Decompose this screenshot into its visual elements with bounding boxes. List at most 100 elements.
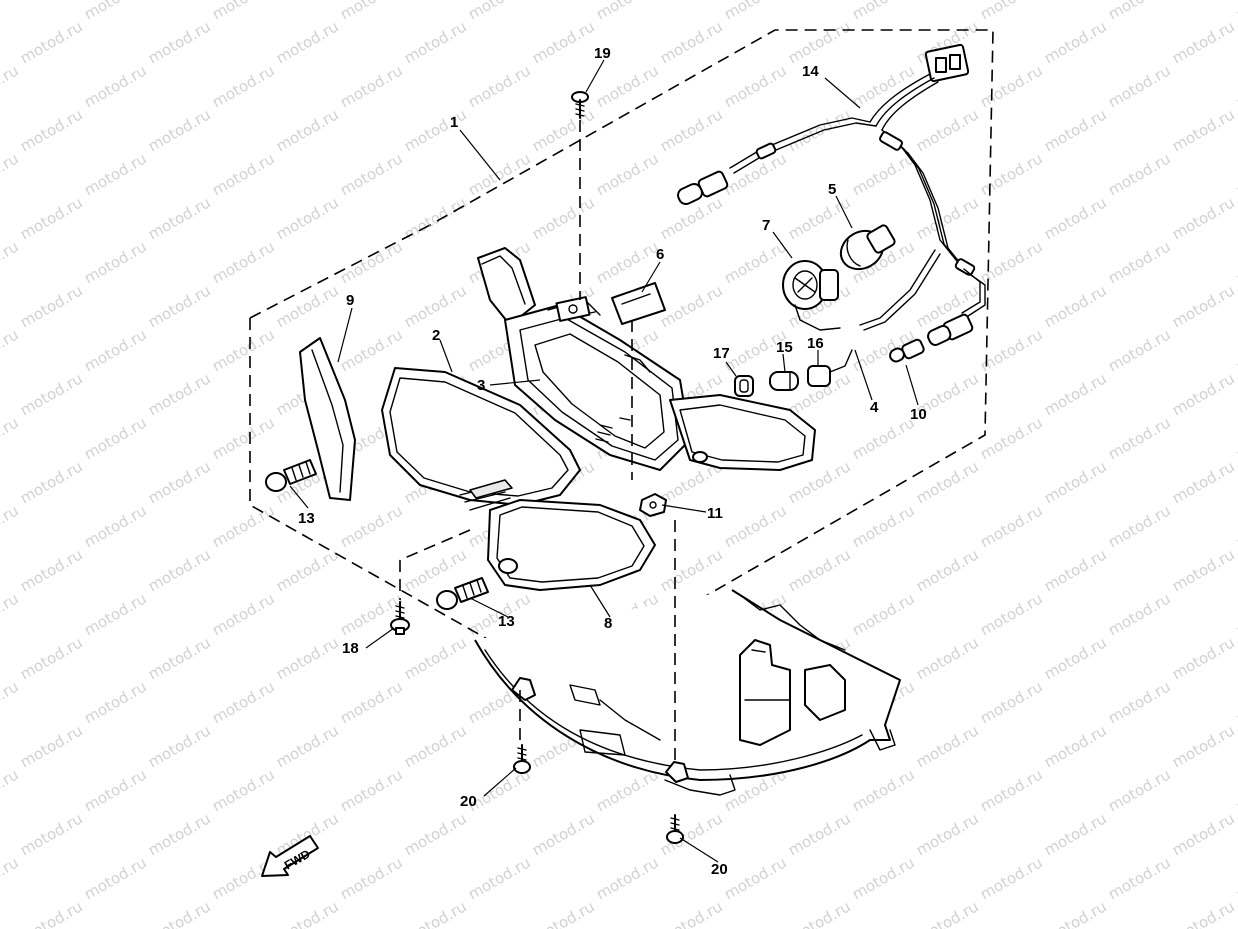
watermark-text: motod.ru (785, 809, 854, 859)
watermark-text: motod.ru (0, 149, 22, 199)
watermark-text: motod.ru (0, 237, 22, 287)
callout-1: 1 (450, 114, 458, 131)
watermark-text: motod.ru (337, 61, 406, 111)
watermark-text: motod.ru (273, 633, 342, 683)
watermark-text: motod.ru (1233, 0, 1238, 23)
callout-10: 10 (910, 406, 927, 423)
watermark-text: motod.ru (657, 545, 726, 595)
watermark-text: motod.ru (1041, 721, 1110, 771)
watermark-text: motod.ru (1105, 413, 1174, 463)
caution-label (611, 282, 666, 325)
watermark-text: motod.ru (657, 897, 726, 929)
watermark-text: motod.ru (849, 501, 918, 551)
watermark-text: motod.ru (1041, 545, 1110, 595)
watermark-text: motod.ru (1233, 853, 1238, 903)
callout-13-left: 13 (298, 510, 315, 527)
screw-19 (571, 91, 589, 119)
watermark-text: motod.ru (1041, 457, 1110, 507)
screw-18 (390, 601, 410, 635)
callout-17: 17 (713, 345, 730, 362)
watermark-text: motod.ru (145, 17, 214, 67)
watermark-text: motod.ru (0, 765, 22, 815)
watermark-text: motod.ru (0, 61, 22, 111)
callout-9: 9 (346, 292, 354, 309)
callout-7: 7 (762, 217, 770, 234)
callout-15: 15 (776, 339, 793, 356)
watermark-text: motod.ru (145, 193, 214, 243)
watermark-text: motod.ru (1233, 501, 1238, 551)
turn-socket (807, 349, 853, 387)
callout-13-right: 13 (498, 613, 515, 630)
watermark-text: motod.ru (401, 897, 470, 929)
watermark-text: motod.ru (17, 633, 86, 683)
watermark-text: motod.ru (17, 545, 86, 595)
watermark-text: motod.ru (721, 501, 790, 551)
watermark-text: motod.ru (17, 369, 86, 419)
watermark-text: motod.ru (721, 149, 790, 199)
watermark-text: motod.ru (465, 61, 534, 111)
watermark-text: motod.ru (529, 105, 598, 155)
watermark-text: motod.ru (1169, 545, 1238, 595)
watermark-text: motod.ru (81, 0, 150, 23)
watermark-text: motod.ru (721, 853, 790, 903)
watermark-text: motod.ru (209, 677, 278, 727)
watermark-text: motod.ru (1105, 61, 1174, 111)
callout-14: 14 (802, 63, 819, 80)
watermark-text: motod.ru (1233, 237, 1238, 287)
watermark-text: motod.ru (593, 853, 662, 903)
watermark-text: motod.ru (17, 457, 86, 507)
watermark-text: motod.ru (1041, 193, 1110, 243)
watermark-text: motod.ru (977, 853, 1046, 903)
watermark-text: motod.ru (1041, 633, 1110, 683)
watermark-text: motod.ru (209, 765, 278, 815)
watermark-text: motod.ru (913, 545, 982, 595)
watermark-text: motod.ru (0, 853, 22, 903)
watermark-text: motod.ru (1233, 149, 1238, 199)
watermark-text: motod.ru (145, 105, 214, 155)
watermark-text: motod.ru (657, 105, 726, 155)
alignment-guides (399, 120, 676, 760)
side-trim-left (299, 337, 356, 501)
callout-8: 8 (604, 615, 612, 632)
harness-plug (677, 170, 729, 206)
watermark-text: motod.ru (145, 721, 214, 771)
watermark-text: motod.ru (977, 501, 1046, 551)
watermark-text: motod.ru (913, 809, 982, 859)
watermark-text: motod.ru (1233, 325, 1238, 375)
watermark-text: motod.ru (273, 17, 342, 67)
watermark-text: motod.ru (1105, 501, 1174, 551)
callout-6: 6 (656, 246, 664, 263)
watermark-text: motod.ru (529, 809, 598, 859)
watermark-text: motod.ru (529, 897, 598, 929)
watermark-text: motod.ru (17, 281, 86, 331)
watermark-text: motod.ru (1169, 633, 1238, 683)
watermark-text: motod.ru (977, 677, 1046, 727)
watermark-text: motod.ru (145, 633, 214, 683)
watermark-text: motod.ru (17, 193, 86, 243)
watermark-text: motod.ru (1041, 369, 1110, 419)
watermark-text: motod.ru (337, 149, 406, 199)
turn-bulb (769, 371, 799, 391)
watermark-text: motod.ru (209, 501, 278, 551)
watermark-text: motod.ru (849, 149, 918, 199)
watermark-text: motod.ru (81, 413, 150, 463)
watermark-text: motod.ru (1041, 281, 1110, 331)
grommet (734, 375, 754, 397)
watermark-text: motod.ru (1105, 853, 1174, 903)
watermark-text: motod.ru (81, 765, 150, 815)
callout-3: 3 (477, 377, 485, 394)
side-trim-right (487, 499, 656, 591)
watermark-text: motod.ru (1105, 325, 1174, 375)
watermark-text: motod.ru (785, 897, 854, 929)
watermark-text: motod.ru (17, 17, 86, 67)
watermark-text: motod.ru (1105, 237, 1174, 287)
watermark-text: motod.ru (465, 149, 534, 199)
watermark-text: motod.ru (977, 61, 1046, 111)
watermark-text: motod.ru (81, 501, 150, 551)
watermark-text: motod.ru (1105, 149, 1174, 199)
screw-20-left (513, 744, 531, 774)
watermark-text: motod.ru (145, 281, 214, 331)
watermark-text: motod.ru (721, 61, 790, 111)
watermark-text: motod.ru (593, 61, 662, 111)
assembly-boundary (249, 29, 994, 681)
